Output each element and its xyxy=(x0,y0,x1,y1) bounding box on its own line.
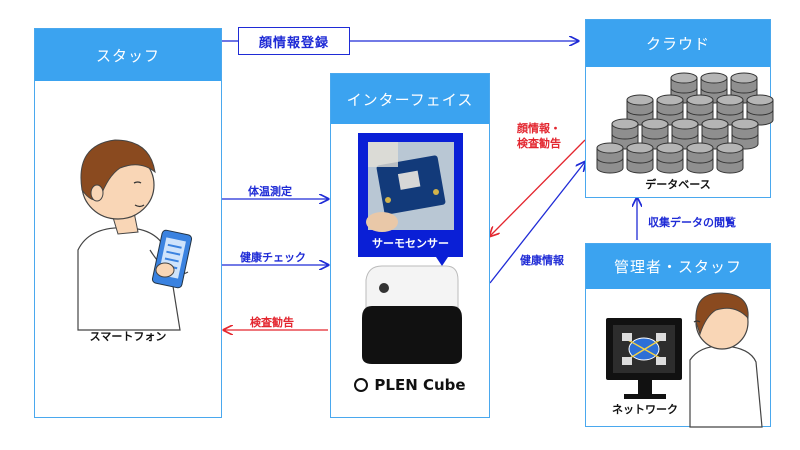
plen-logo-icon xyxy=(354,378,369,392)
health-check-label: 健康チェック xyxy=(240,251,306,264)
database-cylinder-icon xyxy=(716,142,744,174)
face-registration-label: 顔情報登録 xyxy=(238,27,350,55)
arrow-health-info xyxy=(489,162,585,284)
database-cylinder-icon xyxy=(596,142,624,174)
database-cylinder-icon xyxy=(656,142,684,174)
database-cylinder-icon xyxy=(656,94,684,126)
database-cylinder-icon xyxy=(626,142,654,174)
data-view-label: 収集データの閲覧 xyxy=(648,216,736,229)
cloud-panel-title: クラウド xyxy=(586,20,770,67)
interface-panel-title: インターフェイス xyxy=(331,74,489,124)
smartphone-label: スマートフォン xyxy=(89,330,167,343)
database-cylinder-icon xyxy=(686,94,714,126)
staff-panel-title: スタッフ xyxy=(35,29,221,81)
database-cylinder-icon xyxy=(611,118,639,150)
database-cylinder-icon xyxy=(686,142,714,174)
plen-cube-text: PLEN Cube xyxy=(374,376,466,394)
arrow-face-info-exam-advice xyxy=(490,139,586,236)
plen-cube-brand: PLEN Cube xyxy=(330,376,490,394)
thermo-sensor-label: サーモセンサー xyxy=(372,237,449,250)
database-label: データベース xyxy=(645,178,711,191)
database-cylinder-icon xyxy=(731,118,759,150)
admin-panel-title: 管理者・スタッフ xyxy=(586,244,770,289)
health-info-label: 健康情報 xyxy=(520,254,564,267)
face-info-exam-advice-label: 顔情報・ 検査勧告 xyxy=(517,122,561,150)
network-label: ネットワーク xyxy=(612,403,678,416)
temperature-label: 体温測定 xyxy=(248,185,292,198)
database-cylinder-icon xyxy=(626,94,654,126)
database-cylinder-icon xyxy=(746,94,774,126)
exam-advice-label: 検査勧告 xyxy=(250,316,294,329)
